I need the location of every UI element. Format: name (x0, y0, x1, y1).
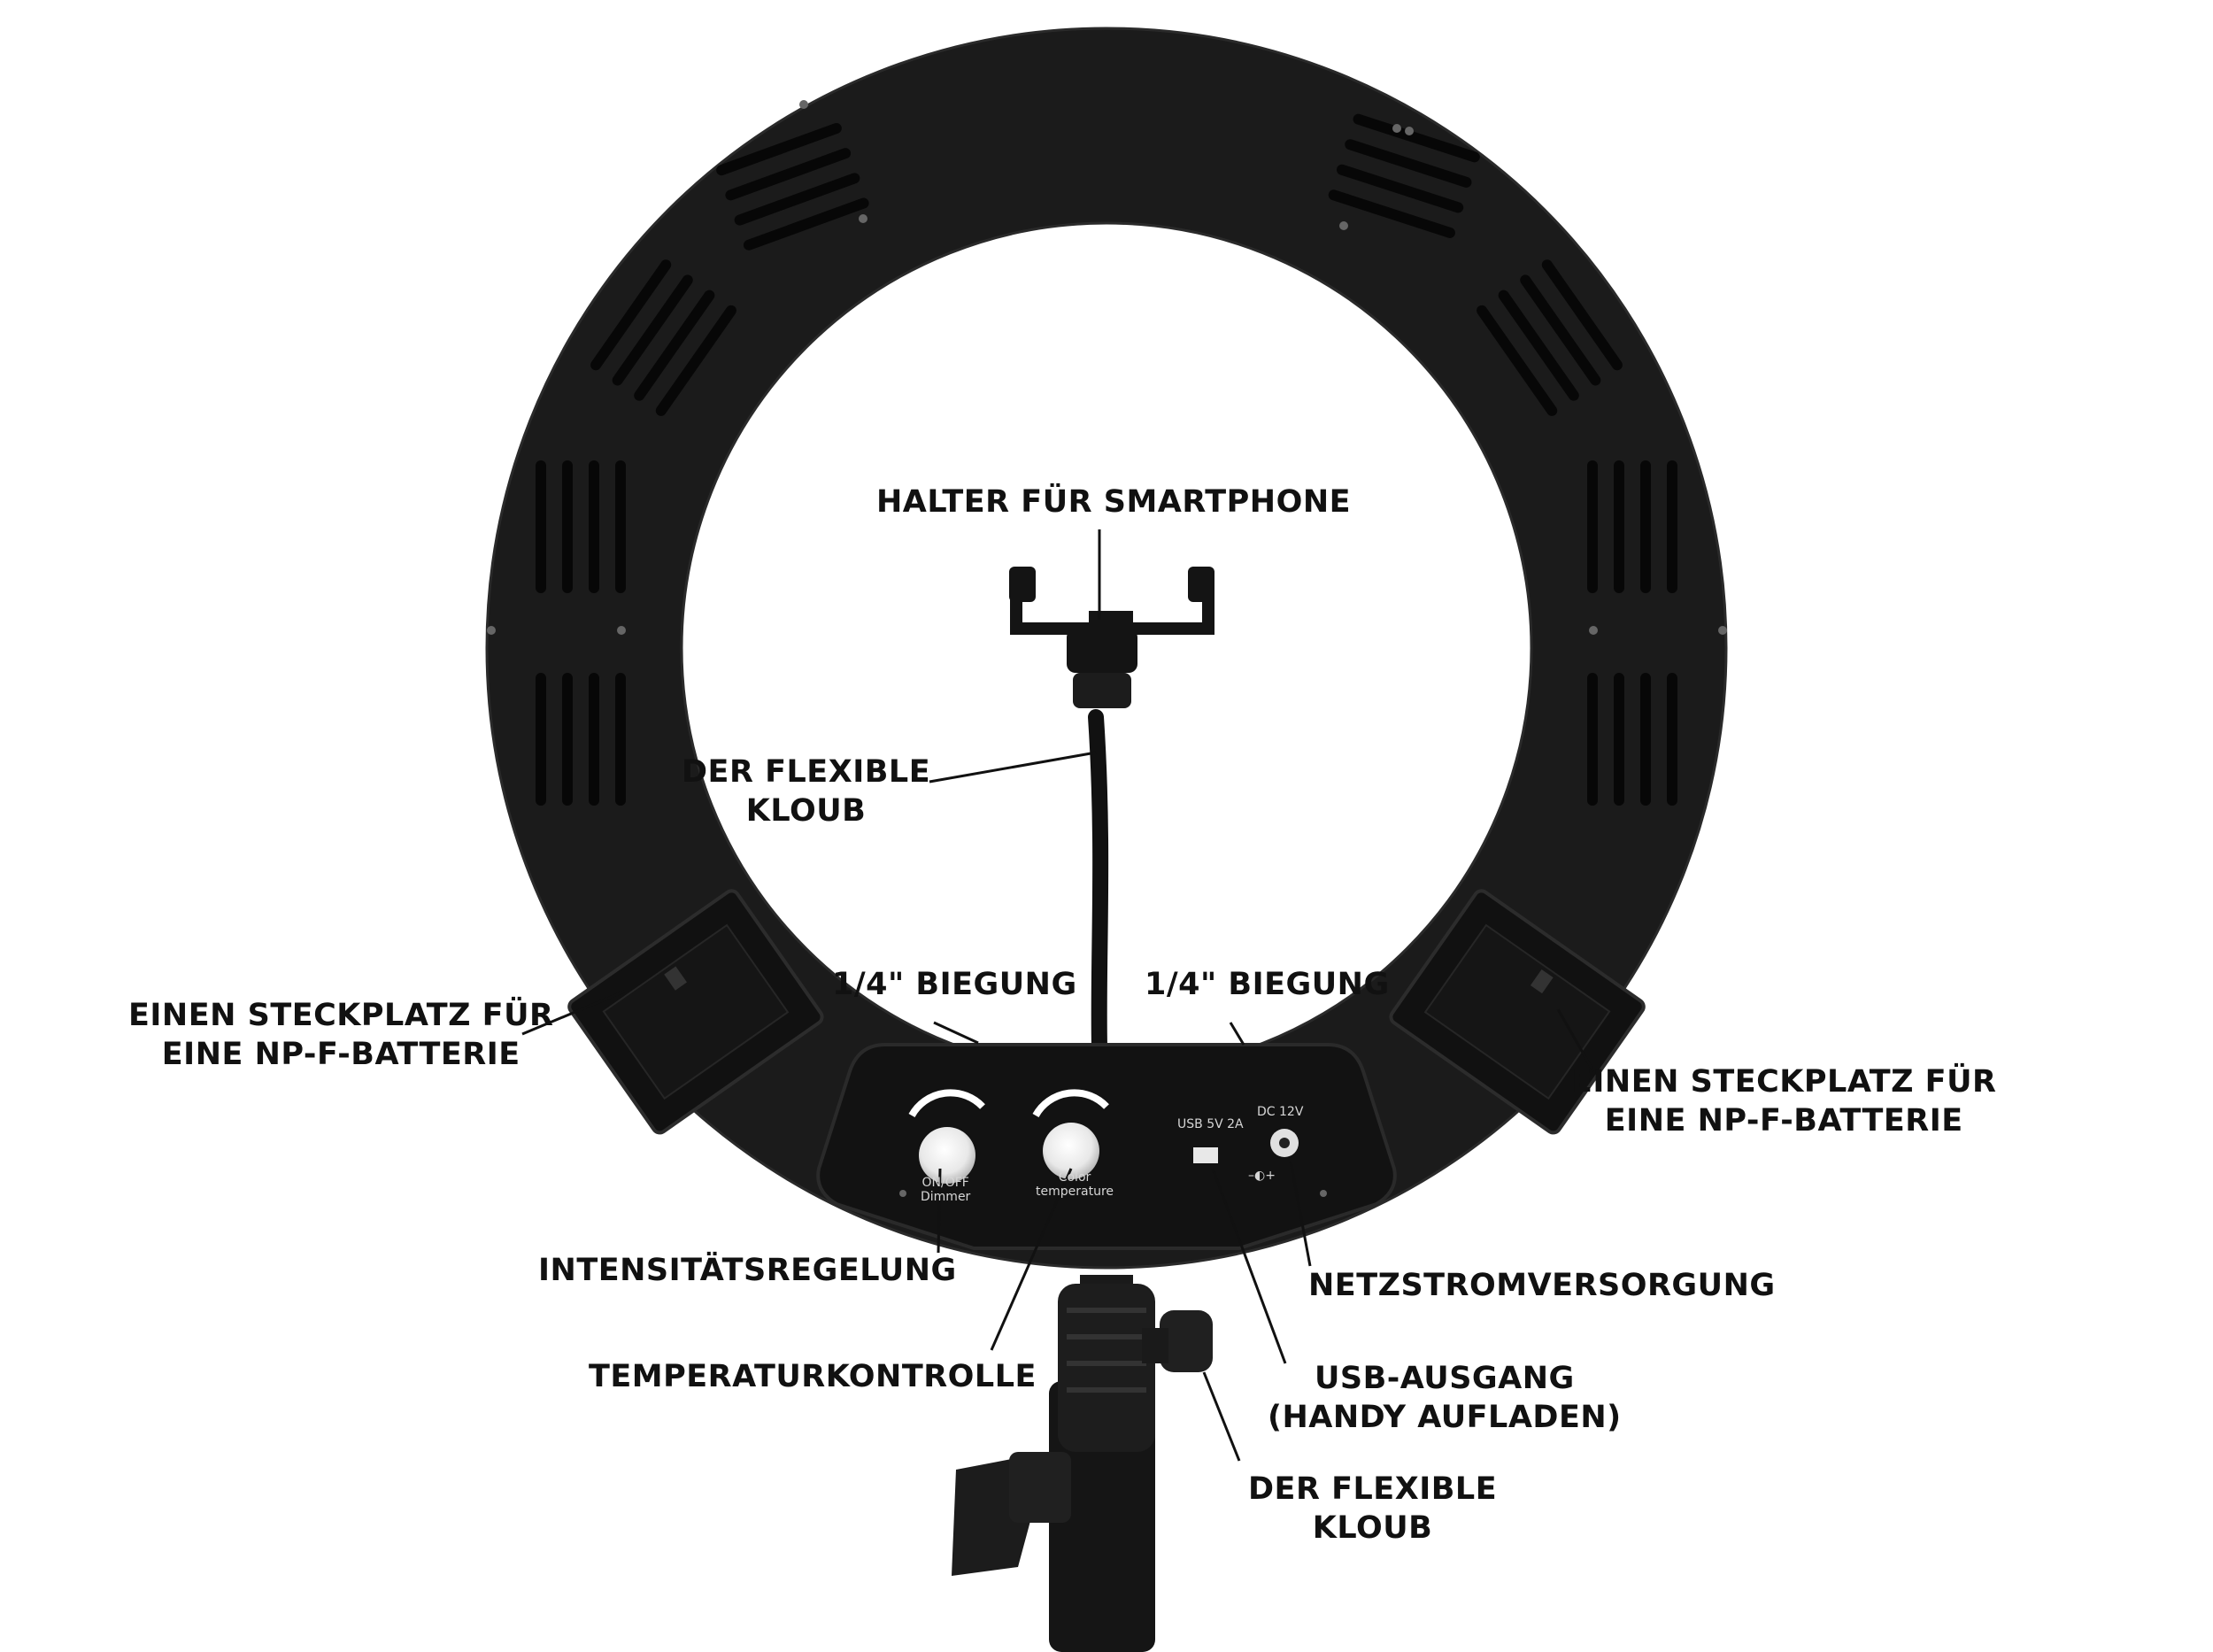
temperature-knob-label: Color temperature (1036, 1170, 1114, 1199)
temperature-knob[interactable] (1043, 1123, 1099, 1179)
leader-usb (1211, 1168, 1287, 1364)
callout-phone-holder: HALTER FÜR SMARTPHONE (876, 484, 1352, 520)
callout-usb: USB-AUSGANG (HANDY AUFLADEN) (1268, 1361, 1622, 1435)
callout-flex-joint-top: DER FLEXIBLE KLOUB (682, 754, 931, 829)
battery-slot-right (1389, 889, 1646, 1135)
callout-battery-left: EINEN STECKPLATZ FÜR EINE NP-F-BATTERIE (128, 998, 554, 1072)
leader-battery-right (1556, 1008, 1595, 1072)
control-box: –◐+ (816, 1043, 1397, 1250)
gooseneck (1088, 709, 1109, 1054)
vent-slots (536, 113, 1677, 806)
leader-thread-left (933, 1021, 979, 1045)
svg-text:–◐+: –◐+ (1248, 1169, 1276, 1183)
callout-battery-right: EINEN STECKPLATZ FÜR EINE NP-F-BATTERIE (1571, 1064, 1997, 1139)
usb-port-icon[interactable] (1193, 1147, 1218, 1163)
leader-flex-top (929, 751, 1097, 784)
callout-temperature: TEMPERATURKONTROLLE (589, 1359, 1037, 1394)
leader-power (1289, 1161, 1312, 1267)
callout-power: NETZSTROMVERSORGUNG (1308, 1268, 1776, 1303)
leader-thread-right (1229, 1022, 1245, 1046)
leader-lines (521, 529, 1595, 1462)
screws (487, 100, 1727, 635)
dimmer-knob[interactable] (919, 1127, 975, 1184)
leader-intensity (937, 1168, 942, 1254)
callout-flex-joint-bottom: DER FLEXIBLE KLOUB (1248, 1471, 1498, 1546)
callout-thread-left: 1/4" BIEGUNG (832, 967, 1077, 1002)
stand (952, 1275, 1213, 1652)
leader-battery-left (521, 990, 625, 1036)
tilt-bracket (1058, 1284, 1155, 1452)
dimmer-knob-label: ON/OFF Dimmer (921, 1176, 971, 1204)
leader-temperature (990, 1168, 1073, 1351)
dc-rating-label: DC 12V (1257, 1105, 1304, 1119)
smartphone-holder (1009, 567, 1214, 637)
battery-slot-left (567, 889, 824, 1135)
usb-rating-label: USB 5V 2A (1177, 1117, 1244, 1131)
callout-intensity: INTENSITÄTSREGELUNG (538, 1253, 957, 1288)
tilt-knob-icon (1160, 1310, 1213, 1372)
dimmer-arc-icon (908, 1089, 985, 1118)
callout-thread-right: 1/4" BIEGUNG (1145, 967, 1390, 1002)
temperature-arc-icon (1032, 1089, 1109, 1118)
leader-flex-bottom (1202, 1371, 1241, 1462)
ball-head (1067, 629, 1137, 673)
